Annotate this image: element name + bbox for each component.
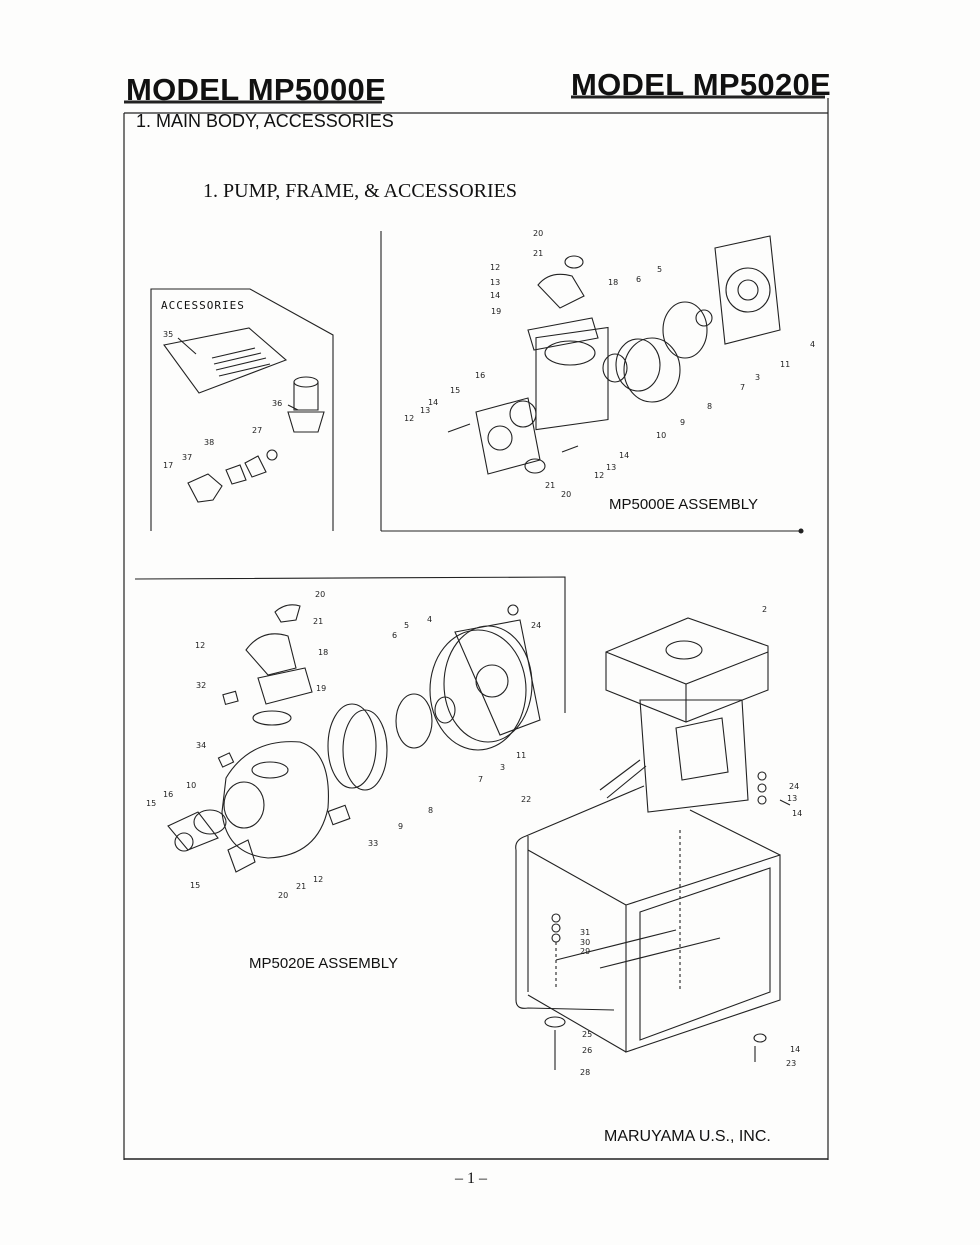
callout-number: 3 bbox=[755, 373, 760, 382]
callout-number: 12 bbox=[313, 875, 323, 884]
callout-number: 14 bbox=[790, 1045, 800, 1054]
callout-number: 19 bbox=[491, 307, 501, 316]
callout-number: 6 bbox=[392, 631, 397, 640]
page-number: – 1 – bbox=[455, 1170, 487, 1187]
callout-number: 29 bbox=[580, 947, 590, 956]
callout-number: 14 bbox=[619, 451, 629, 460]
callout-number: 24 bbox=[531, 621, 541, 630]
callout-number: 16 bbox=[475, 371, 485, 380]
callout-number: 5 bbox=[657, 265, 662, 274]
callout-number: 19 bbox=[316, 684, 326, 693]
callout-number: 8 bbox=[707, 402, 712, 411]
callout-number: 12 bbox=[490, 263, 500, 272]
callout-number: 18 bbox=[608, 278, 618, 287]
callout-number: 11 bbox=[780, 360, 790, 369]
callout-number: 30 bbox=[580, 938, 590, 947]
callout-number: 35 bbox=[163, 330, 173, 339]
callout-number: 13 bbox=[490, 278, 500, 287]
accessories-box bbox=[150, 288, 334, 531]
frame-callouts: 2 22 24 13 14 31 30 29 25 26 28 14 23 bbox=[521, 605, 802, 1077]
callout-number: 15 bbox=[450, 386, 460, 395]
callout-number: 15 bbox=[190, 881, 200, 890]
callout-number: 20 bbox=[561, 490, 571, 499]
callout-number: 12 bbox=[594, 471, 604, 480]
callout-number: 2 bbox=[762, 605, 767, 614]
callout-number: 6 bbox=[636, 275, 641, 284]
callout-number: 38 bbox=[204, 438, 214, 447]
callout-number: 31 bbox=[580, 928, 590, 937]
callout-number: 27 bbox=[252, 426, 262, 435]
callout-number: 12 bbox=[195, 641, 205, 650]
callout-number: 22 bbox=[521, 795, 531, 804]
callout-number: 21 bbox=[545, 481, 555, 490]
mp5020e-panel bbox=[134, 576, 566, 873]
callout-number: 16 bbox=[163, 790, 173, 799]
accessories-label: ACCESSORIES bbox=[161, 299, 245, 312]
callout-number: 7 bbox=[478, 775, 483, 784]
callout-number: 20 bbox=[278, 891, 288, 900]
callout-number: 36 bbox=[272, 399, 282, 408]
mp5000e-assembly-label: MP5000E ASSEMBLY bbox=[609, 496, 758, 513]
callout-number: 8 bbox=[428, 806, 433, 815]
callout-number: 14 bbox=[490, 291, 500, 300]
callout-number: 4 bbox=[427, 615, 432, 624]
callout-number: 24 bbox=[789, 782, 799, 791]
callout-number: 21 bbox=[313, 617, 323, 626]
page-border bbox=[123, 95, 829, 1160]
callout-number: 18 bbox=[318, 648, 328, 657]
callout-number: 5 bbox=[404, 621, 409, 630]
mp5000e-panel bbox=[380, 231, 804, 534]
callout-number: 25 bbox=[582, 1030, 592, 1039]
callout-number: 26 bbox=[582, 1046, 592, 1055]
callout-number: 7 bbox=[740, 383, 745, 392]
callout-number: 9 bbox=[680, 418, 685, 427]
callout-number: 17 bbox=[163, 461, 173, 470]
callout-number: 20 bbox=[533, 229, 543, 238]
callout-number: 9 bbox=[398, 822, 403, 831]
callout-number: 14 bbox=[792, 809, 802, 818]
callout-number: 14 bbox=[428, 398, 438, 407]
callout-number: 13 bbox=[606, 463, 616, 472]
callout-number: 13 bbox=[787, 794, 797, 803]
company-name: MARUYAMA U.S., INC. bbox=[604, 1128, 771, 1145]
callout-number: 20 bbox=[315, 590, 325, 599]
section-title: 1. MAIN BODY, ACCESSORIES bbox=[136, 111, 394, 131]
callout-number: 12 bbox=[404, 414, 414, 423]
callout-number: 37 bbox=[182, 453, 192, 462]
callout-number: 21 bbox=[533, 249, 543, 258]
callout-number: 4 bbox=[810, 340, 815, 349]
callout-number: 15 bbox=[146, 799, 156, 808]
accessories-callouts: 35 36 27 38 37 17 bbox=[163, 330, 282, 470]
callout-number: 28 bbox=[580, 1068, 590, 1077]
callout-number: 33 bbox=[368, 839, 378, 848]
callout-number: 34 bbox=[196, 741, 206, 750]
engine-frame bbox=[515, 617, 791, 1070]
mp5020e-callouts: 20 21 12 18 32 19 34 10 16 15 15 20 21 1… bbox=[146, 590, 541, 900]
mp5000e-callouts: 20 21 12 13 14 19 18 5 6 4 11 3 7 8 9 10… bbox=[404, 229, 815, 499]
subsection-title: 1. PUMP, FRAME, & ACCESSORIES bbox=[203, 180, 517, 202]
callout-number: 10 bbox=[186, 781, 196, 790]
callout-number: 11 bbox=[516, 751, 526, 760]
callout-number: 3 bbox=[500, 763, 505, 772]
callout-number: 21 bbox=[296, 882, 306, 891]
mp5020e-assembly-label: MP5020E ASSEMBLY bbox=[249, 955, 398, 972]
callout-number: 32 bbox=[196, 681, 206, 690]
callout-number: 23 bbox=[786, 1059, 796, 1068]
callout-number: 10 bbox=[656, 431, 666, 440]
callout-number: 13 bbox=[420, 406, 430, 415]
